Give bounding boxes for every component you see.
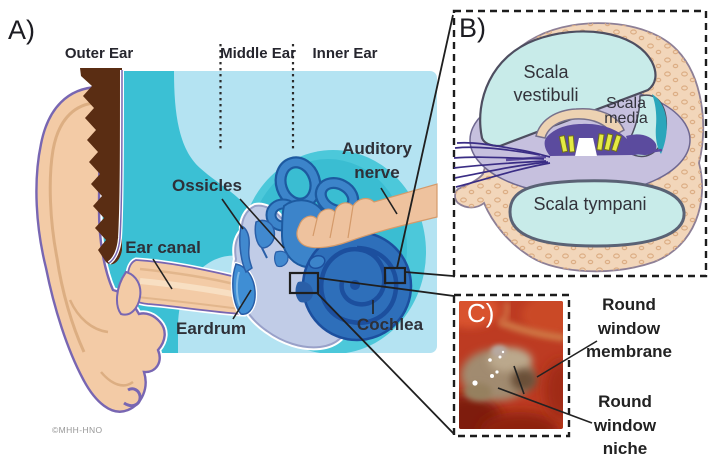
leader-lines bbox=[152, 187, 598, 424]
scala-media-label: Scala media bbox=[604, 95, 648, 127]
ossicles-shapes bbox=[239, 219, 289, 274]
panel-a-label: A) bbox=[8, 15, 35, 45]
copyright-credit: ©MHH-HNO bbox=[52, 425, 103, 435]
stria-vascularis bbox=[652, 94, 667, 154]
ear-canal-shape bbox=[125, 257, 246, 317]
ear-canal-label: Ear canal bbox=[125, 238, 201, 257]
earlobe-curl bbox=[123, 387, 142, 408]
scala-tympani-label: Scala tympani bbox=[533, 194, 647, 214]
panel-a-illustration bbox=[33, 44, 438, 415]
eardrum-shape bbox=[230, 261, 258, 317]
panel-b-illustration bbox=[452, 9, 708, 278]
cochlea-label: Cochlea bbox=[356, 315, 424, 334]
tragus bbox=[116, 270, 142, 316]
panel-c-photo-box bbox=[452, 293, 571, 438]
nerve-fibers bbox=[453, 141, 551, 188]
scala-tympani-chamber bbox=[508, 179, 686, 248]
hair bbox=[80, 68, 124, 265]
surgical-photo bbox=[459, 301, 563, 429]
panel-c-label: C) bbox=[467, 298, 495, 328]
scala-vestibuli-label: Scala vestibuli bbox=[513, 62, 579, 105]
auditory-nerve-label: Auditory nerve bbox=[342, 139, 412, 182]
ossicles-label: Ossicles bbox=[172, 176, 242, 195]
eardrum-label: Eardrum bbox=[176, 319, 246, 338]
cochlea-zoom-rect bbox=[383, 266, 407, 285]
zoom-connectors bbox=[288, 14, 455, 435]
middle-ear-label: Middle Ear bbox=[220, 45, 296, 62]
panel-b-label: B) bbox=[459, 13, 486, 43]
round-window-niche-label: Round window niche bbox=[593, 392, 657, 458]
inner-ear-label: Inner Ear bbox=[312, 45, 378, 62]
round-window-membrane-label: Round window membrane bbox=[586, 295, 672, 361]
round-window-zoom-rect bbox=[288, 271, 320, 295]
auditory-nerve-shape bbox=[296, 183, 438, 249]
organ-of-corti bbox=[505, 108, 663, 162]
outer-ear-label: Outer Ear bbox=[64, 45, 134, 62]
